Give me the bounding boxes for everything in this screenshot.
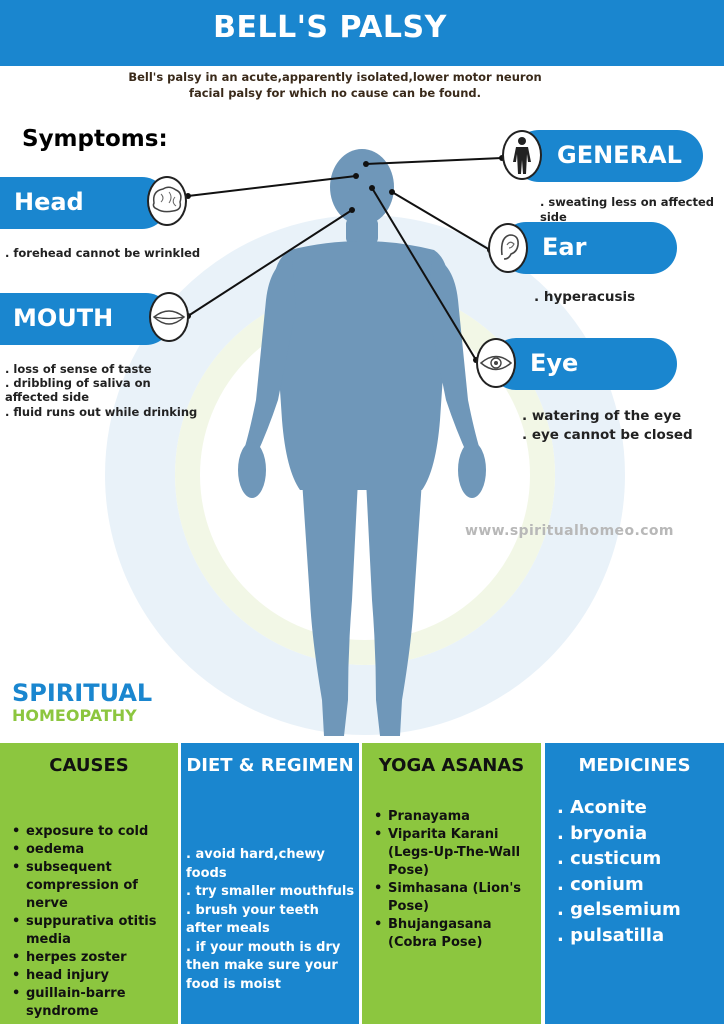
list-item: . Aconite [557,797,647,818]
eye-icon [476,338,516,388]
brain-icon [147,176,187,226]
eye-symptom-2: . eye cannot be closed [522,427,693,443]
list-item: subsequent compression of nerve [12,859,178,913]
figure-head [330,149,394,225]
list-item: Simhasana (Lion's Pose) [374,880,534,916]
yoga-title: YOGA ASANAS [378,755,525,776]
diet-title: DIET & REGIMEN [186,755,354,776]
ear-icon [488,223,528,273]
medicines-title: MEDICINES [578,755,691,776]
symptoms-heading: Symptoms: [22,126,168,152]
page-title: BELL'S PALSY [213,10,447,45]
website-link[interactable]: www.spiritualhomeo.com [465,523,674,539]
diet-list: . avoid hard,chewy foods . try smaller m… [186,846,358,994]
list-item: head injury [12,967,178,985]
list-item: Viparita Karani (Legs-Up-The-Wall Pose) [374,826,534,880]
figure-right-arm [428,256,480,456]
ear-pill: Ear [500,222,677,274]
general-pill: GENERAL [513,130,703,182]
figure-torso [273,241,449,490]
causes-column: CAUSES exposure to cold oedema subsequen… [0,743,178,1024]
list-item: . gelsemium [557,899,681,920]
figure-left-arm [244,256,296,456]
general-label: GENERAL [557,141,682,169]
brand-spiritual: SPIRITUAL [12,679,153,707]
figure-right-leg [366,480,422,736]
mouth-symptom-1: . loss of sense of taste [5,362,152,376]
figure-left-leg [302,480,358,736]
list-item: Bhujangasana (Cobra Pose) [374,916,534,952]
mouth-symptom-2: . dribbling of saliva on [5,376,151,390]
eye-label: Eye [530,349,579,377]
list-item: . try smaller mouthfuls [186,884,355,899]
list-item: exposure to cold [12,823,178,841]
list-item: . bryonia [557,822,648,844]
yoga-list: Pranayama Viparita Karani (Legs-Up-The-W… [374,808,534,952]
figure-right-hand [458,442,486,498]
medicines-list: . Aconite . bryonia . custicum . conium … [557,795,681,948]
diet-column: DIET & REGIMEN . avoid hard,chewy foods … [181,743,359,1024]
brand-homeopathy: HOMEOPATHY [12,706,137,725]
causes-title: CAUSES [49,755,129,776]
person-icon [502,130,542,180]
list-item: . brush your teeth after meals [186,902,319,937]
head-symptom: . forehead cannot be wrinkled [5,246,201,260]
causes-list: exposure to cold oedema subsequent compr… [12,823,178,1021]
eye-pill: Eye [490,338,677,390]
ear-symptom: . hyperacusis [534,289,636,305]
intro-text: Bell's palsy in an acute,apparently isol… [128,70,542,100]
mouth-label: MOUTH [13,304,114,332]
header-bar: BELL'S PALSY [0,0,724,66]
list-item: . custicum [557,848,662,869]
list-item: . if your mouth is dry then make sure yo… [186,939,341,992]
head-label: Head [14,188,84,216]
list-item: Pranayama [374,808,534,826]
mouth-symptom-2b: affected side [5,390,90,404]
figure-left-hand [238,442,266,498]
general-symptom: . sweating less on affected side [540,195,715,224]
figure-neck [346,218,378,244]
list-item: guillain-barre syndrome [12,985,178,1021]
lips-icon [149,292,189,342]
mouth-symptom-3: . fluid runs out while drinking [5,405,198,419]
eye-symptom-1: . watering of the eye [522,408,682,424]
list-item: oedema [12,841,178,859]
list-item: . pulsatilla [557,924,665,946]
list-item: . conium [557,873,644,895]
list-item: . avoid hard,chewy foods [186,847,325,881]
list-item: herpes zoster [12,949,178,967]
mouth-pill: MOUTH [0,293,172,345]
yoga-column: YOGA ASANAS Pranayama Viparita Karani (L… [362,743,541,1024]
ear-label: Ear [542,233,587,261]
head-pill: Head [0,177,168,229]
medicines-column: MEDICINES . Aconite . bryonia . custicum… [545,743,724,1024]
list-item: suppurativa otitis media [12,913,178,949]
